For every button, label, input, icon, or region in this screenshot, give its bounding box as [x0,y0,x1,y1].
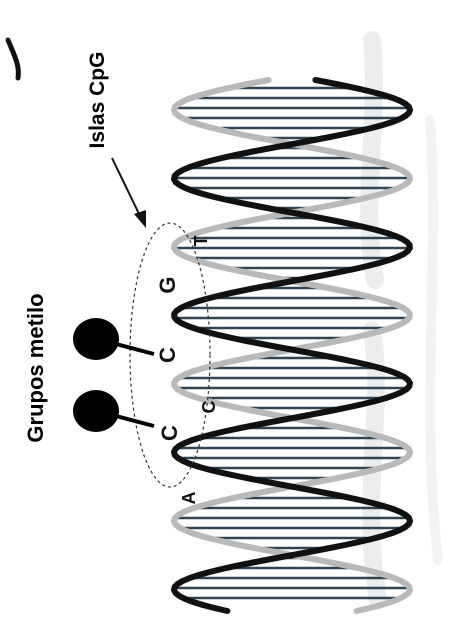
base-letter-c: C [155,347,180,363]
corner-fragment [8,40,18,78]
base-letter-c: C [199,401,219,414]
base-letter-a: A [179,492,199,505]
methyl-groups-label: Grupos metilo [23,293,48,442]
methyl-group-2 [73,390,154,432]
base-letter-g: G [155,276,180,293]
base-letter-c: C [157,425,182,441]
cpg-arrow [112,158,146,228]
base-letter-t: T [191,236,211,247]
methyl-group-1 [73,318,154,360]
cpg-islands-label: Islas CpG [86,52,109,149]
